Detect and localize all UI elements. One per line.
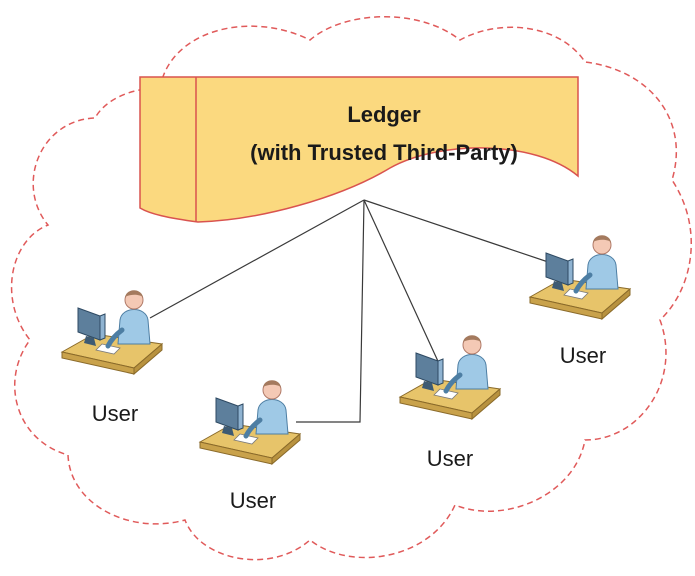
user-workstation-icon [530, 235, 630, 319]
ledger-document: Ledger (with Trusted Third-Party) [139, 76, 579, 223]
user-label-3: User [427, 446, 473, 471]
user-label-4: User [560, 343, 606, 368]
ledger-subtitle: (with Trusted Third-Party) [250, 140, 518, 165]
connector-user-3 [363, 199, 443, 371]
network-cloud [10, 16, 692, 561]
user-workstation-icon [400, 335, 500, 419]
user-workstation-3: User [400, 335, 500, 471]
connector-lines [149, 199, 567, 423]
connector-user-2 [296, 199, 365, 423]
user-workstation-icon [62, 290, 162, 374]
user-workstation-2: User [200, 380, 300, 513]
connector-user-4 [363, 199, 567, 269]
user-workstation-1: User [62, 290, 162, 426]
ledger-title: Ledger [347, 102, 421, 127]
connector-user-1 [149, 199, 365, 319]
user-label-1: User [92, 401, 138, 426]
user-label-2: User [230, 488, 276, 513]
user-workstation-icon [200, 380, 300, 464]
user-workstation-4: User [530, 235, 630, 368]
